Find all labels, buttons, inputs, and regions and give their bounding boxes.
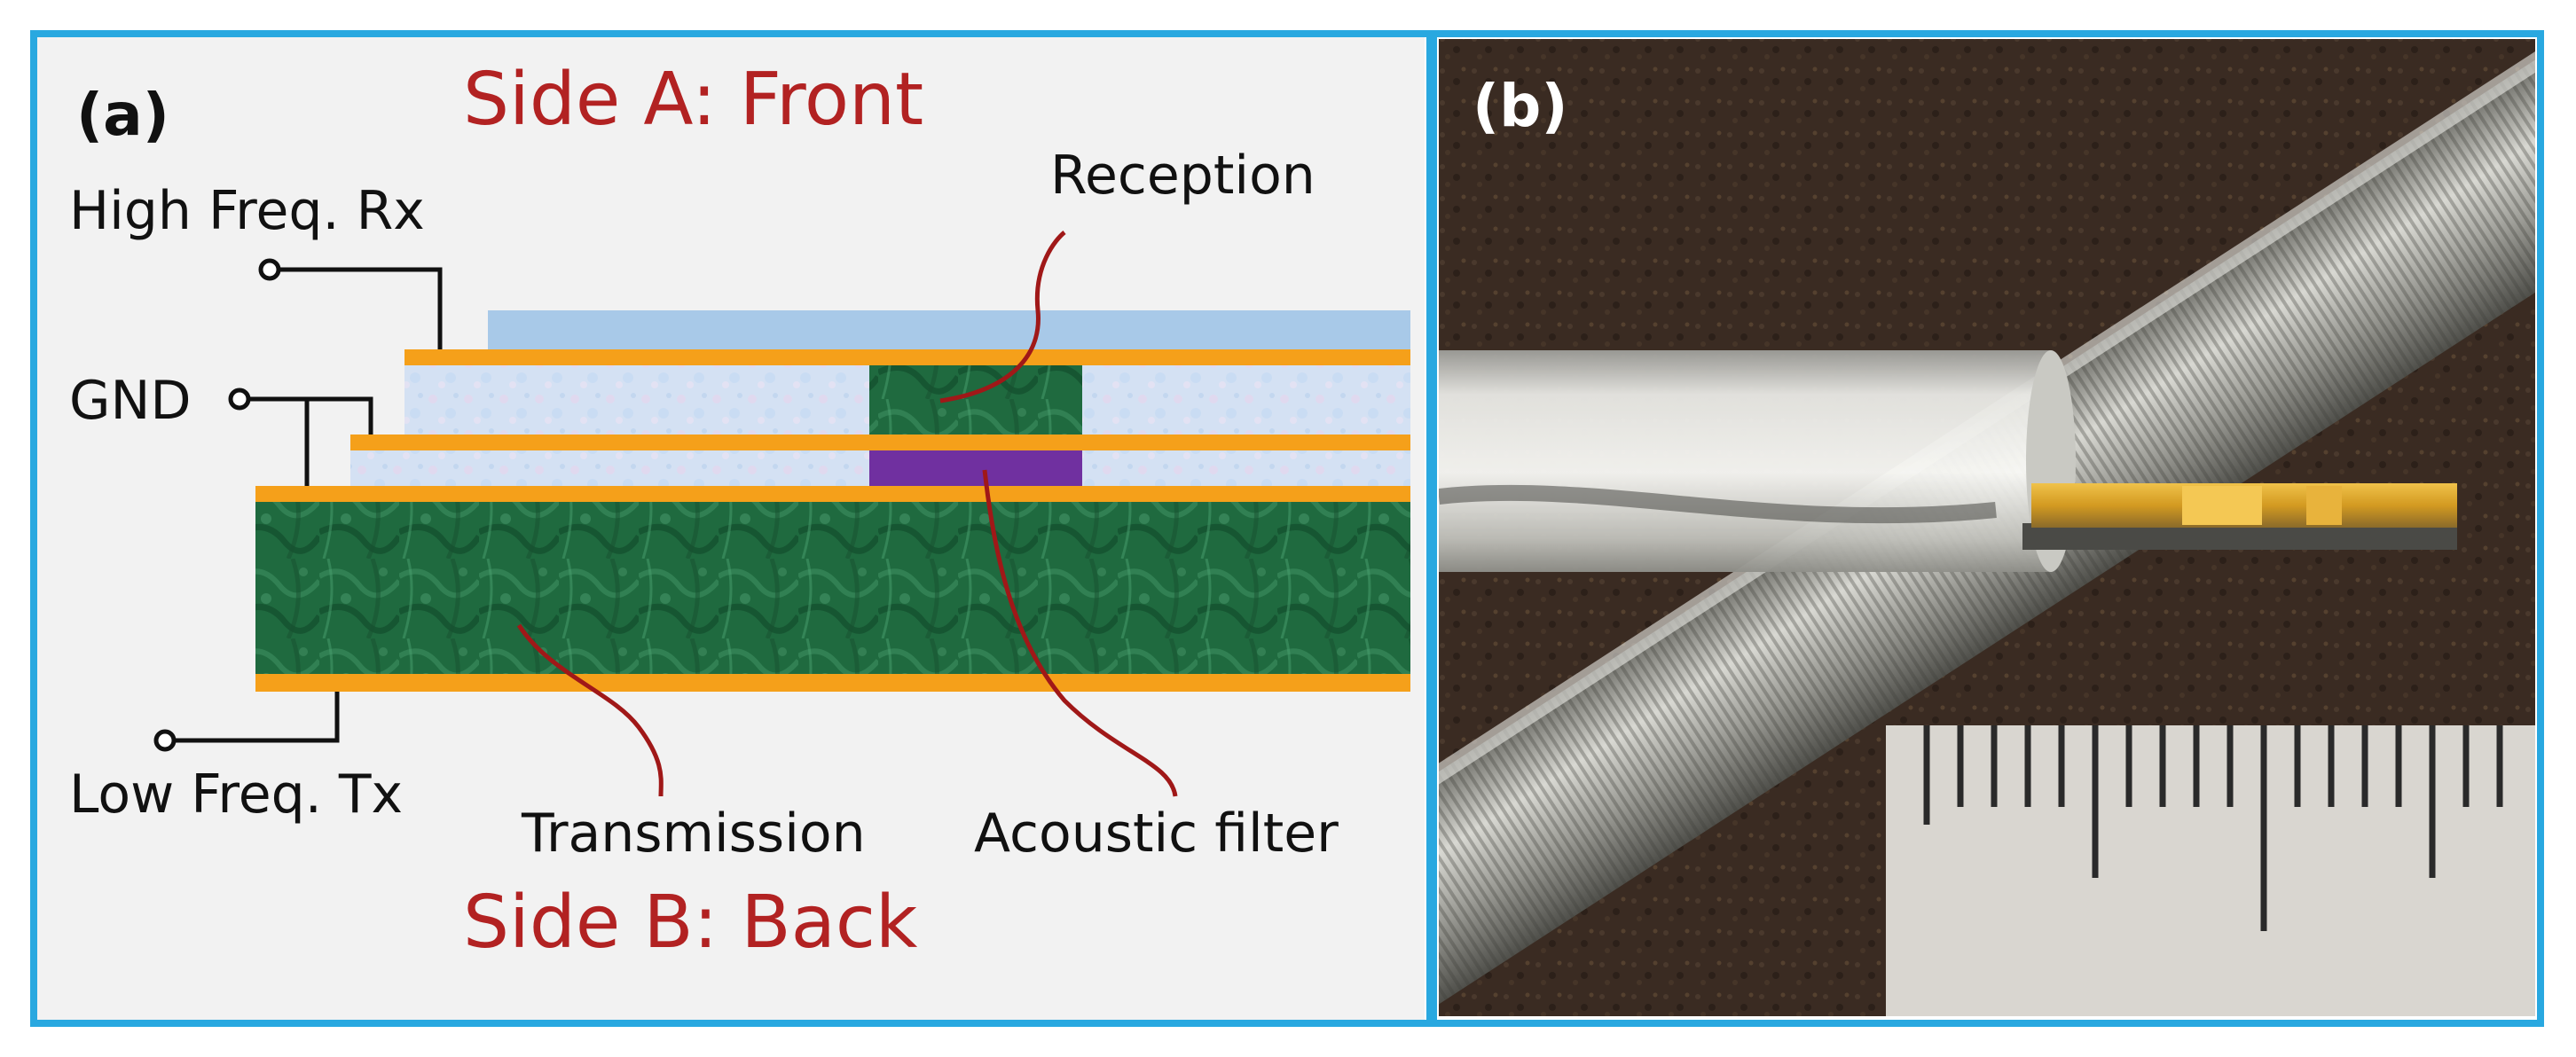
transmission-element xyxy=(255,502,1410,674)
reception-label: Reception xyxy=(1050,145,1315,207)
tx-label: Low Freq. Tx xyxy=(69,763,403,826)
callout-lines xyxy=(516,231,1178,797)
reception-callout xyxy=(939,231,1066,403)
front-matching-layer xyxy=(488,310,1410,350)
gnd-terminal xyxy=(228,388,251,411)
reception-element xyxy=(869,365,1082,435)
panel-a-tag: (a) xyxy=(76,81,169,149)
transmission-label: Transmission xyxy=(521,803,866,865)
rx-electrode xyxy=(404,349,1410,365)
gnd-electrode xyxy=(255,486,1410,502)
side-a-title: Side A: Front xyxy=(463,58,923,142)
panel-b-photo xyxy=(1439,39,2535,1016)
side-b-title: Side B: Back xyxy=(463,881,918,965)
filter-label: Acoustic filter xyxy=(974,803,1339,865)
acoustic-filter xyxy=(869,450,1082,486)
panel-b-tag: (b) xyxy=(1473,72,1568,140)
tx-electrode xyxy=(255,674,1410,692)
gnd-label: GND xyxy=(69,370,192,432)
filter-callout xyxy=(982,469,1178,797)
middle-electrode xyxy=(350,435,1410,450)
rx-terminal xyxy=(258,258,281,281)
panel-b-frame xyxy=(1430,30,2544,1027)
plastic-tube xyxy=(1439,350,2051,572)
transmission-callout xyxy=(516,623,664,797)
tx-terminal xyxy=(153,729,177,752)
rx-label: High Freq. Rx xyxy=(69,180,425,242)
ruler xyxy=(1886,725,2535,1016)
wiring xyxy=(153,258,443,752)
ruler-ticks xyxy=(1923,725,2503,931)
